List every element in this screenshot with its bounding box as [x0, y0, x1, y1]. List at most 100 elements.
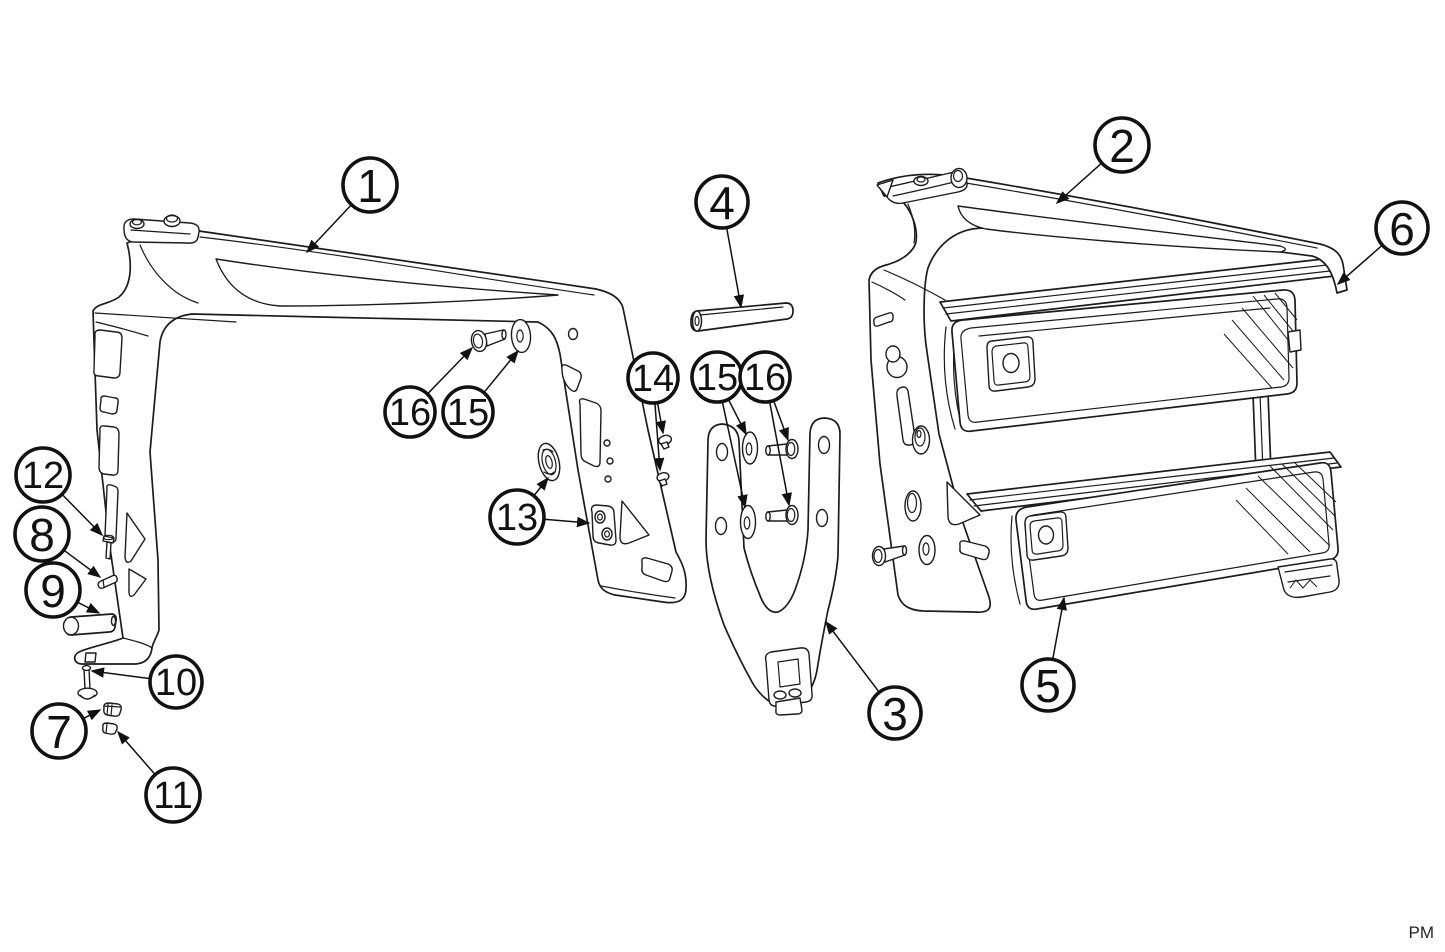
callout-leader	[305, 204, 353, 254]
callout-number: 2	[1109, 120, 1135, 172]
callout-15: 15	[441, 349, 519, 439]
part-4-spacer-pin	[690, 302, 794, 332]
callout-circle	[14, 446, 72, 504]
callout-1: 1	[305, 156, 399, 254]
upper-light-lens	[986, 336, 1036, 392]
latch-13	[590, 504, 617, 546]
callout-9: 9	[24, 561, 101, 619]
callout-7: 7	[30, 702, 102, 760]
part-5-lower-light-bar	[966, 451, 1342, 611]
lower-light-reflector-hatch	[1235, 461, 1337, 555]
callout-4: 4	[694, 174, 750, 309]
callout-leader	[768, 401, 792, 507]
part-1-mounting-tab	[123, 214, 200, 244]
callout-5: 5	[1020, 596, 1076, 713]
callout-leader	[1336, 244, 1383, 285]
callout-6: 6	[1336, 200, 1430, 285]
callout-number: 7	[46, 706, 72, 758]
callout-leader	[1055, 162, 1103, 204]
part-3-center-bracket	[705, 417, 841, 716]
callout-circle	[1020, 657, 1076, 713]
callout-number: 9	[40, 565, 66, 617]
callout-leader	[725, 227, 745, 309]
lower-light-mount-tab	[1277, 558, 1340, 599]
rivet-pins-14	[656, 434, 673, 487]
callout-leader	[76, 601, 101, 614]
callout-leader	[1051, 596, 1067, 660]
callout-2: 2	[1055, 116, 1151, 204]
callout-13: 13	[488, 476, 591, 546]
callout-number: 15	[696, 357, 738, 399]
callout-circle	[441, 385, 495, 439]
callout-leader	[63, 549, 102, 578]
part-2-right-bracket	[868, 167, 1348, 614]
callout-number: 6	[1389, 203, 1415, 255]
callout-leader	[90, 667, 151, 680]
callout-15-2: 15	[690, 350, 748, 509]
washer-15-upper	[510, 318, 532, 354]
callout-circle	[30, 702, 88, 760]
bolts-16-center	[765, 438, 799, 526]
callout-number: 16	[389, 392, 431, 434]
callout-number: 10	[155, 662, 197, 704]
callout-10: 10	[90, 654, 204, 710]
callout-number: 14	[632, 358, 674, 400]
bolt-16-upper	[470, 329, 507, 353]
callout-leader	[426, 346, 474, 395]
clip-7	[103, 702, 122, 717]
callout-number: 16	[744, 357, 786, 399]
callout-number: 5	[1035, 660, 1061, 712]
callout-leader	[772, 400, 789, 442]
callout-leader	[543, 516, 591, 528]
callout-leader	[825, 620, 880, 693]
callout-circle	[24, 561, 82, 619]
lower-light-lens	[1024, 511, 1069, 561]
callout-16-2: 16	[738, 350, 792, 507]
callout-circle	[148, 654, 204, 710]
part-2-mounting-tab	[876, 167, 968, 205]
screw-12	[102, 534, 115, 560]
callout-circle	[488, 488, 546, 546]
callout-circle	[694, 174, 750, 230]
grommet-13	[537, 442, 561, 482]
callout-leader	[61, 493, 104, 537]
callout-8: 8	[13, 505, 102, 578]
callout-leader	[533, 476, 549, 497]
callout-leader	[483, 349, 519, 394]
callout-11: 11	[117, 730, 202, 824]
callout-14: 14	[626, 351, 680, 472]
callout-16: 16	[383, 346, 474, 439]
callout-number: 8	[29, 509, 55, 561]
callout-circle	[626, 351, 680, 405]
callout-3: 3	[825, 620, 923, 741]
callout-number: 12	[22, 455, 64, 497]
spacer-8	[97, 574, 118, 589]
part-3-foot-latch	[764, 647, 813, 716]
callout-circle	[13, 505, 71, 563]
callout-leader	[653, 402, 665, 472]
callout-number: 4	[709, 177, 735, 229]
clip-11	[102, 722, 118, 735]
watermark: PM	[1409, 923, 1435, 942]
bolt-10	[77, 664, 98, 700]
callout-number: 3	[882, 688, 908, 740]
washers-15-center	[739, 431, 759, 540]
callout-12: 12	[14, 446, 104, 537]
callout-circle	[1374, 200, 1430, 256]
callout-number: 15	[447, 392, 489, 434]
callout-leader	[82, 709, 102, 721]
part-6-upper-light-bar	[939, 257, 1344, 433]
callout-circle	[341, 156, 399, 214]
callout-circle	[383, 385, 437, 439]
callout-circle	[867, 685, 923, 741]
callout-number: 13	[496, 497, 538, 539]
callout-circle	[738, 350, 792, 404]
callout-leader	[117, 730, 156, 776]
part-1-left-bracket	[73, 214, 687, 665]
callout-circle	[144, 766, 202, 824]
part-2-leg-fasteners	[871, 312, 936, 567]
callout-number: 1	[357, 160, 383, 212]
pin-9	[62, 613, 118, 636]
